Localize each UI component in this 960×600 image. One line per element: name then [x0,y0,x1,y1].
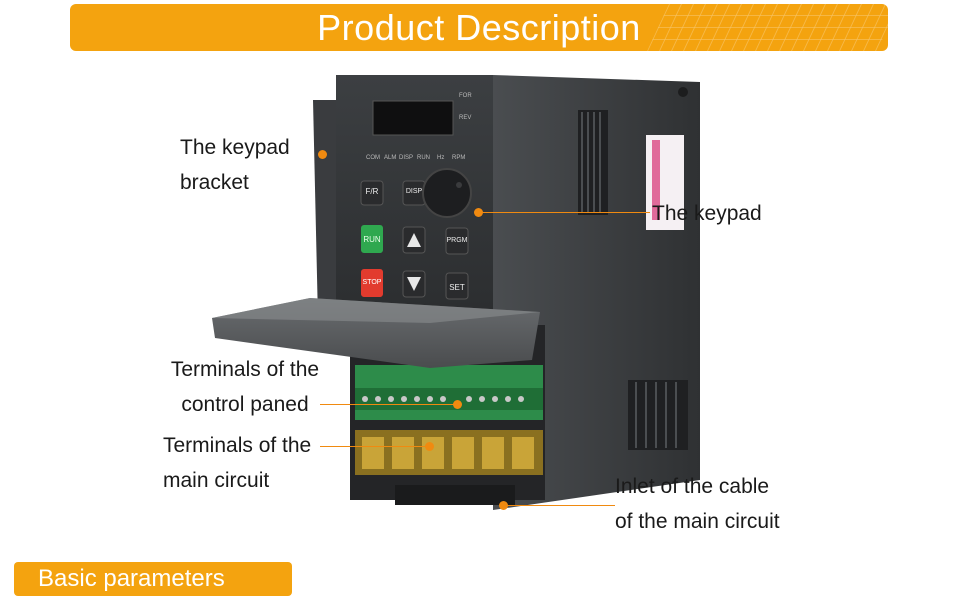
prgm-button[interactable]: PRGM [446,237,468,244]
keypad-bracket [313,100,338,320]
label-main-terminals: Terminals of the main circuit [163,428,311,498]
status-label-hz: Hz [437,155,445,161]
pointer-dot-cable-inlet [499,501,508,510]
pointer-line-main-terminals [320,446,426,447]
label-keypad-bracket-line1: The keypad [180,136,290,159]
label-cable-inlet-line2: of the main circuit [615,510,780,533]
label-keypad-bracket: The keypad bracket [180,130,290,200]
run-button-shape [361,225,383,253]
label-keypad: The keypad [652,202,762,225]
header-banner: Product Description [70,4,888,51]
pointer-dot-keypad [474,208,483,217]
down-arrow-icon [407,277,421,291]
screw-hole [678,87,688,97]
stop-button-shape [361,269,383,297]
status-label-com: COM [366,155,380,161]
label-control-terminals-line2: control paned [181,393,309,416]
indicator-for: FOR [459,93,472,99]
label-main-terminals-line2: main circuit [163,469,270,492]
label-control-terminals-line1: Terminals of the [170,358,320,381]
pointer-dot-keypad-bracket [318,150,327,159]
set-button[interactable]: SET [449,283,465,292]
pointer-dot-control-terminals [453,400,462,409]
pointer-line-cable-inlet [507,505,615,506]
pointer-line-keypad [482,212,650,213]
status-label-rpm: RPM [452,155,466,161]
main-terminal-block [355,430,543,475]
status-label-alm: ALM [384,155,397,161]
fr-button-shape [360,180,384,206]
set-button-shape [445,272,469,300]
label-main-terminals-line1: Terminals of the [163,434,312,457]
basic-parameters-title: Basic parameters [38,565,225,592]
status-label-run: RUN [417,155,430,161]
stop-button[interactable]: STOP [362,279,382,286]
prgm-button-shape [445,227,469,255]
led-display [372,100,454,136]
cable-inlet [395,485,515,505]
label-cable-inlet: Inlet of the cable of the main circuit [615,469,780,539]
fr-button[interactable]: F/R [365,187,379,196]
pointer-dot-main-terminals [425,442,434,451]
indicator-rev: REV [459,115,472,121]
disp-button[interactable]: DISP [405,188,423,195]
side-vent-bottom [628,380,688,450]
page-title: Product Description [317,7,641,48]
status-label-disp: DISP [399,155,414,161]
knob-icon [422,168,472,218]
run-button[interactable]: RUN [363,235,381,244]
pointer-line-control-terminals [320,404,454,405]
basic-parameters-bar: Basic parameters [14,562,292,596]
label-cable-inlet-line1: Inlet of the cable [615,475,770,498]
up-arrow-icon [407,233,421,247]
label-control-terminals: Terminals of the control paned [166,352,324,422]
label-keypad-bracket-line2: bracket [180,171,249,194]
